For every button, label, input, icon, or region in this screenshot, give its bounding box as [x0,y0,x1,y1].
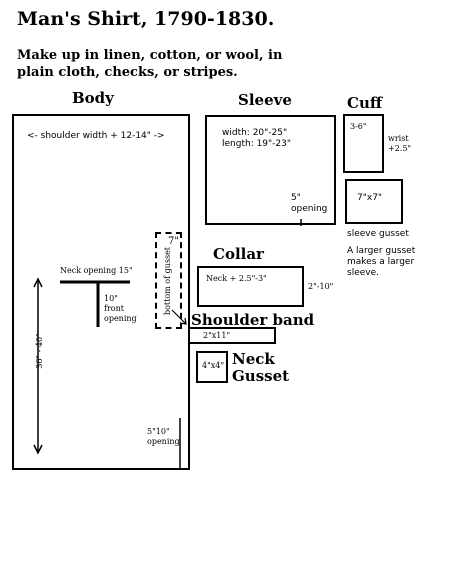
shoulder-width-label: <- shoulder width + 12-14" -> [27,131,165,141]
sleeve-gusset-label: sleeve gusset [347,229,409,239]
gusset-size-label: 7" [168,236,179,247]
body-gusset [155,232,182,329]
page-subtitle: Make up in linen, cotton, or wool, in pl… [17,48,283,80]
neck-gusset-size-label: 4"x4" [202,361,225,370]
gusset-pointer-arrow [171,309,187,325]
body-length-arrow-up [33,277,43,288]
cuff-wrist-label: wrist +2.5" [388,134,412,153]
sleeve-heading: Sleeve [238,91,292,109]
sleeve-gusset-note: A larger gusset makes a larger sleeve. [347,246,416,278]
collar-height-label: 2"-10" [308,282,334,291]
sleeve-gusset-piece [345,179,403,224]
neck-gusset-piece [196,351,228,383]
collar-heading: Collar [213,245,264,263]
sleeve-dimensions-label: width: 20"-25" length: 19"-23" [222,128,292,149]
body-heading: Body [72,89,114,107]
shoulder-band-heading: Shoulder band [191,311,315,329]
side-opening-label: 5"10" opening [147,427,180,446]
cuff-heading: Cuff [347,94,383,112]
cuff-piece [343,114,384,173]
body-piece [12,114,190,470]
shoulder-band-piece [188,327,276,344]
collar-length-label: Neck + 2.5"-3" [206,274,267,283]
page-title: Man's Shirt, 1790-1830. [17,8,275,30]
cuff-height-label: 3-6" [350,122,367,131]
sleeve-gusset-size-label: 7"x7" [357,193,383,203]
body-length-arrow-down [33,444,43,455]
front-opening-label: 10" front opening [104,294,137,323]
sleeve-piece [205,115,336,225]
neck-opening-label: Neck opening 15" [60,266,133,275]
neck-gusset-heading: Neck Gusset [232,350,290,385]
shoulder-band-size-label: 2"x11" [203,331,231,340]
sleeve-opening-label: 5" opening [291,193,328,214]
collar-piece [197,266,304,307]
